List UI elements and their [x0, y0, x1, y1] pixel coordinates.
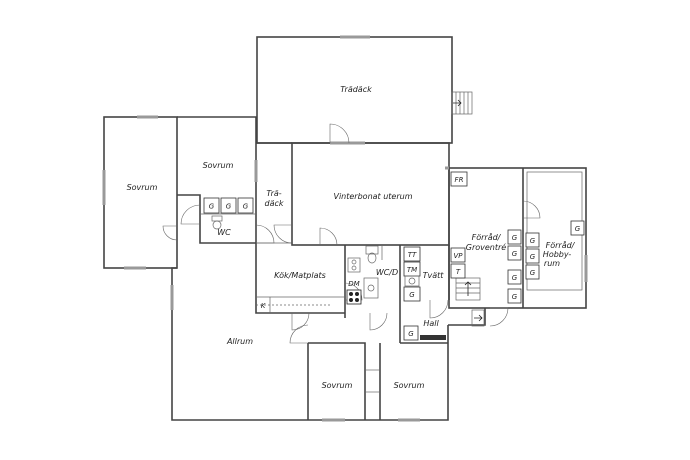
wardrobe-group-groventre: G G G G — [507, 229, 522, 304]
room-label-tradack-small: Trä- — [266, 189, 281, 198]
svg-text:DM: DM — [348, 280, 359, 288]
room-label-tradack: Trädäck — [340, 85, 372, 94]
svg-text:T: T — [456, 268, 461, 276]
svg-text:FR: FR — [455, 176, 464, 184]
room-label-tradack-small-2: däck — [264, 199, 283, 208]
room-label-wc: WC — [217, 228, 231, 237]
svg-text:VP: VP — [453, 252, 463, 260]
room-label-allrum: Allrum — [226, 337, 253, 346]
walls — [103, 36, 587, 421]
svg-text:G: G — [409, 291, 415, 299]
svg-text:G: G — [512, 250, 518, 258]
room-label-hall: Hall — [423, 319, 439, 328]
svg-text:TT: TT — [408, 251, 417, 259]
wardrobe-group-hobby: G G G G — [525, 220, 585, 280]
bathroom-fixtures — [363, 245, 383, 299]
svg-text:G: G — [530, 253, 536, 261]
svg-text:G: G — [209, 203, 215, 211]
kitchen-fixtures: DM K — [256, 257, 362, 313]
svg-text:TM: TM — [407, 266, 417, 274]
doors — [162, 123, 541, 344]
stairs-hall-icon — [471, 309, 485, 327]
room-label-vinterbonat: Vinterbonat uterum — [333, 192, 412, 201]
wardrobe-group-top: G G G — [203, 197, 254, 214]
room-label-hobby-2: Hobby- — [543, 250, 572, 259]
room-label-sovrum-left: Sovrum — [127, 183, 158, 192]
room-label-hobby-3: rum — [544, 259, 560, 268]
stairs-deck-icon — [451, 91, 473, 115]
room-label-sovrum-b1: Sovrum — [322, 381, 353, 390]
fixture-fr-box: FR — [450, 171, 468, 187]
hall-fixtures: G — [403, 325, 446, 341]
svg-text:G: G — [530, 237, 536, 245]
laundry-fixtures: TT TM G — [403, 246, 421, 302]
room-label-wcd: WC/D — [376, 268, 398, 277]
room-label-forrad: Förråd/ — [472, 232, 502, 242]
room-label-tvatt: Tvätt — [423, 271, 445, 280]
svg-text:G: G — [512, 274, 518, 282]
svg-text:G: G — [243, 203, 249, 211]
svg-text:G: G — [512, 234, 518, 242]
fixture-t-box: T — [450, 263, 466, 279]
svg-text:G: G — [575, 225, 581, 233]
room-label-hobby-1: Förråd/ — [546, 240, 576, 250]
room-label-sovrum-top: Sovrum — [203, 161, 234, 170]
svg-text:G: G — [226, 203, 232, 211]
svg-text:K: K — [261, 302, 267, 310]
svg-text:G: G — [408, 330, 414, 338]
stairs-groventre-icon — [455, 277, 481, 301]
windows — [102, 35, 588, 422]
room-label-groventre: Groventré — [466, 242, 507, 252]
wc-toilet-icon — [211, 215, 223, 230]
room-label-kok: Kök/Matplats — [274, 271, 326, 280]
fixture-vp-box: VP — [450, 247, 466, 263]
svg-text:G: G — [530, 269, 536, 277]
svg-text:G: G — [512, 293, 518, 301]
room-label-sovrum-b2: Sovrum — [394, 381, 425, 390]
room-labels: Trädäck Sovrum Sovrum Trä- däck Vinterbo… — [127, 85, 576, 390]
